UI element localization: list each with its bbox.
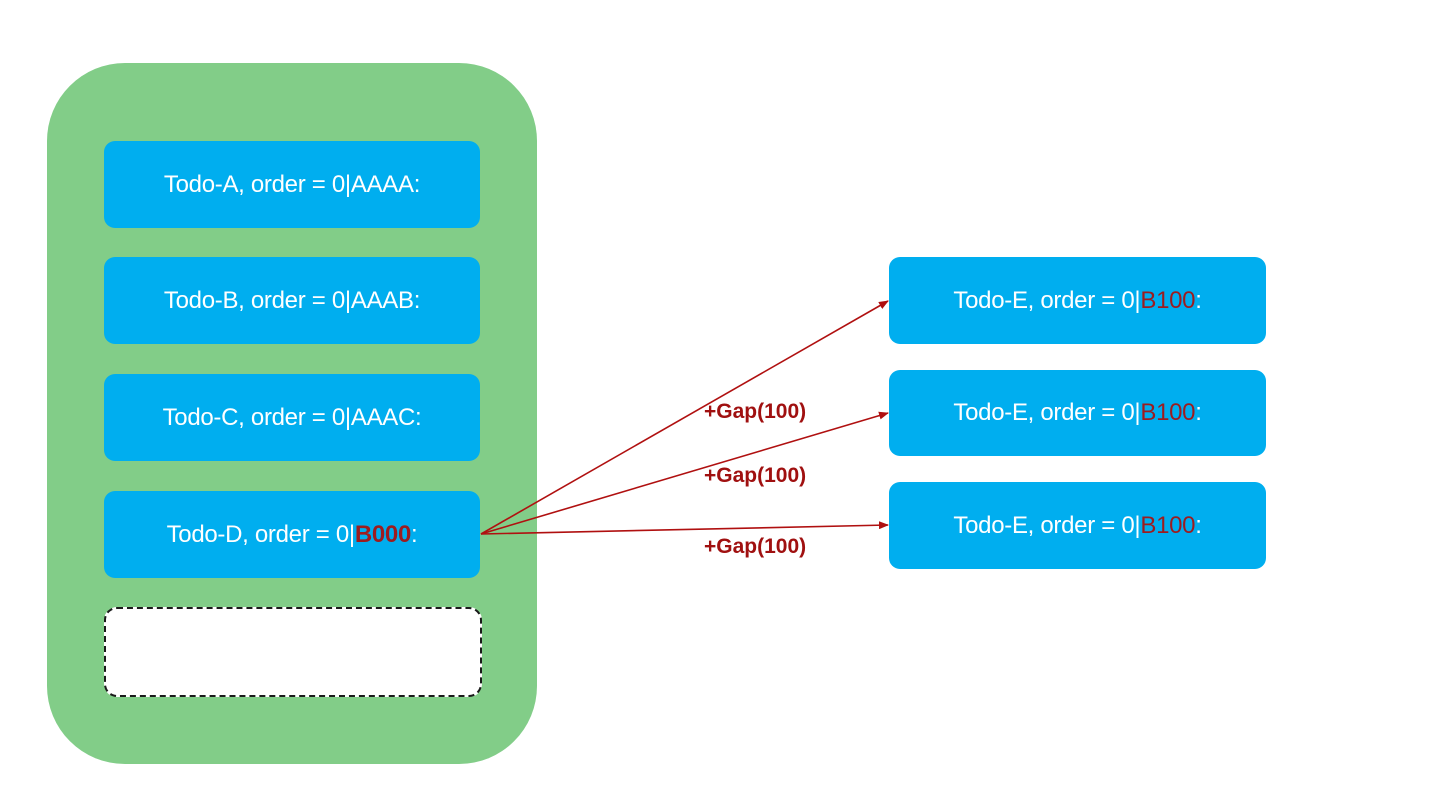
todo-card-a[interactable]: Todo-A, order = 0|AAAA:: [104, 141, 480, 228]
todo-card-label: Todo-E, order = 0|: [953, 286, 1141, 314]
todo-order-key-highlight: B100: [1140, 286, 1196, 314]
todo-card-label: Todo-E, order = 0|: [953, 399, 1141, 426]
todo-card-e-2[interactable]: Todo-E, order = 0|B100:: [889, 370, 1266, 456]
todo-card-label: Todo-A, order = 0|: [163, 170, 351, 198]
todo-order-key: AAAB: [350, 286, 414, 314]
todo-card-label: Todo-B, order = 0|: [163, 286, 351, 314]
todo-order-suffix: :: [1195, 286, 1202, 314]
todo-order-suffix: :: [413, 170, 421, 198]
arrow-to-todo-e-2: [480, 411, 889, 535]
todo-card-e-3[interactable]: Todo-E, order = 0|B100:: [889, 482, 1266, 569]
todo-card-label: Todo-D, order = 0|: [166, 520, 356, 548]
todo-order-key: AAAC: [350, 403, 416, 431]
arrow-to-todo-e-3: [480, 521, 889, 535]
todo-order-suffix: :: [415, 403, 422, 431]
todo-order-key: AAAA: [350, 170, 414, 198]
todo-card-label: Todo-C, order = 0|: [162, 403, 352, 431]
todo-order-suffix: :: [1195, 399, 1202, 426]
todo-card-b[interactable]: Todo-B, order = 0|AAAB:: [104, 257, 480, 344]
todo-card-d[interactable]: Todo-D, order = 0|B000:: [104, 491, 480, 578]
todo-order-suffix: :: [411, 520, 418, 548]
gap-label-2: +Gap(100): [704, 464, 807, 487]
todo-order-key-highlight: B100: [1140, 511, 1196, 539]
todo-order-key-highlight: B000: [354, 520, 412, 548]
todo-order-suffix: :: [413, 286, 421, 314]
todo-order-key-highlight: B100: [1140, 399, 1196, 426]
drop-placeholder[interactable]: [104, 607, 482, 697]
gap-label-1: +Gap(100): [704, 400, 807, 423]
gap-label-3: +Gap(100): [704, 535, 807, 558]
todo-card-e-1[interactable]: Todo-E, order = 0|B100:: [889, 257, 1266, 344]
todo-card-c[interactable]: Todo-C, order = 0|AAAC:: [104, 374, 480, 461]
todo-card-label: Todo-E, order = 0|: [953, 511, 1141, 539]
arrow-to-todo-e-1: [480, 300, 889, 535]
todo-order-suffix: :: [1195, 511, 1202, 539]
